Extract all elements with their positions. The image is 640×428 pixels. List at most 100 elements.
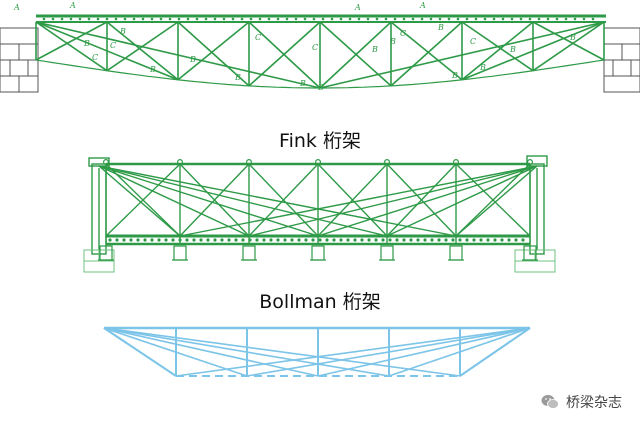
- fink-deck-rivet: [276, 238, 280, 242]
- bollman-truss-panel: [0, 320, 640, 410]
- top-chord-rivet: [276, 17, 280, 21]
- top-truss-diagonal: [532, 21, 605, 72]
- top-truss-diagonal: [532, 21, 605, 61]
- top-chord-rivet: [177, 17, 181, 21]
- top-chord-rivet: [375, 17, 379, 21]
- bollman-fan-rod: [459, 327, 531, 377]
- fink-fan-rod: [98, 165, 388, 237]
- top-truss-label: A: [69, 1, 76, 10]
- top-truss-label: C: [92, 53, 98, 62]
- fink-deck-rivet: [318, 238, 322, 242]
- top-chord-rivet: [546, 17, 550, 21]
- top-chord-rivet: [141, 17, 145, 21]
- top-truss-label: A: [13, 3, 20, 12]
- top-chord-rivet: [510, 17, 514, 21]
- fink-deck-rivet: [514, 238, 518, 242]
- fink-deck-rivet: [388, 238, 392, 242]
- top-chord-rivet: [60, 17, 64, 21]
- top-chord-rivet: [393, 17, 397, 21]
- fink-post-foot: [311, 245, 325, 261]
- fink-deck-rivet: [346, 238, 350, 242]
- bollman-truss-members: [103, 326, 531, 377]
- fink-truss-panel: [0, 150, 640, 280]
- fink-diagonal: [317, 163, 388, 237]
- fink-deck-rivet: [430, 238, 434, 242]
- fink-fan-rod: [179, 165, 538, 237]
- fink-fan-rod: [317, 165, 538, 237]
- fink-deck-rivet: [269, 238, 273, 242]
- fink-deck-rivets: [108, 238, 525, 242]
- top-truss-label: B: [569, 33, 576, 42]
- top-truss-label: C: [255, 33, 261, 42]
- top-truss-diagonal: [390, 21, 463, 87]
- top-truss-suspension-rod: [461, 21, 605, 81]
- fink-diagonal: [248, 163, 319, 237]
- top-chord-rivet: [213, 17, 217, 21]
- bollman-caption: Bollman 桁架: [259, 291, 381, 313]
- fink-deck-rivet: [115, 238, 119, 242]
- top-chord-rivet: [492, 17, 496, 21]
- top-truss-label: A: [419, 1, 426, 10]
- top-truss-label: B: [83, 39, 90, 48]
- fink-fan-rod: [98, 165, 181, 237]
- top-truss-label: B: [479, 63, 486, 72]
- top-chord-rivet: [528, 17, 532, 21]
- top-truss-label: B: [299, 79, 306, 88]
- fink-fan-rod: [248, 165, 538, 237]
- top-chord-rivet: [420, 17, 424, 21]
- top-truss-label: B: [389, 37, 396, 46]
- fink-fan-rod: [98, 165, 457, 237]
- fink-post-feet: [98, 159, 538, 261]
- top-chord-rivet: [555, 17, 559, 21]
- top-chord-rivet: [519, 17, 523, 21]
- watermark-text: 桥梁杂志: [566, 395, 622, 411]
- fink-deck-rivet: [395, 238, 399, 242]
- fink-fan-rod: [386, 165, 538, 237]
- top-truss-diagonal: [35, 21, 108, 72]
- top-chord-rivet: [105, 17, 109, 21]
- fink-deck-rivet: [507, 238, 511, 242]
- top-chord-rivet: [402, 17, 406, 21]
- fink-deck-rivet: [283, 238, 287, 242]
- top-chord-rivet: [303, 17, 307, 21]
- fink-post-cap: [315, 159, 322, 166]
- top-chord-rivet: [267, 17, 271, 21]
- fink-deck-rivet: [465, 238, 469, 242]
- fink-deck-rivet: [381, 238, 385, 242]
- top-chord-rivet: [564, 17, 568, 21]
- fink-deck-rivet: [227, 238, 231, 242]
- top-chord-rivet: [285, 17, 289, 21]
- top-chord-rivet: [591, 17, 595, 21]
- top-chord-rivet: [582, 17, 586, 21]
- top-chord-rivet: [69, 17, 73, 21]
- fink-deck-rivet: [472, 238, 476, 242]
- top-chord-rivet: [483, 17, 487, 21]
- top-chord-rivet: [447, 17, 451, 21]
- top-chord-rivet: [240, 17, 244, 21]
- fink-deck-rivet: [129, 238, 133, 242]
- top-truss-label: B: [317, 83, 324, 92]
- fink-deck-rivet: [339, 238, 343, 242]
- top-truss-diagonal: [35, 21, 108, 61]
- top-truss-suspension-rod: [35, 21, 321, 89]
- top-truss-diagonal: [106, 21, 179, 81]
- fink-abutments: [83, 249, 556, 273]
- top-chord-rivet: [159, 17, 163, 21]
- fink-deck-rivet: [493, 238, 497, 242]
- fink-deck-rivet: [220, 238, 224, 242]
- top-truss-label: C: [470, 37, 476, 46]
- fink-post-cap: [177, 159, 184, 166]
- bollman-fan-rod: [246, 327, 531, 377]
- top-chord-rivet: [465, 17, 469, 21]
- fink-deck-rivet: [262, 238, 266, 242]
- top-truss-label: A: [354, 3, 361, 12]
- top-chord-rivet: [312, 17, 316, 21]
- bollman-fan-rod: [103, 327, 461, 377]
- fink-deck-rivet: [171, 238, 175, 242]
- top-truss-label: B: [189, 55, 196, 64]
- fink-deck-rivet: [423, 238, 427, 242]
- top-chord-rivet: [429, 17, 433, 21]
- top-truss-suspension-rod: [35, 21, 179, 81]
- top-truss-label: B: [451, 71, 458, 80]
